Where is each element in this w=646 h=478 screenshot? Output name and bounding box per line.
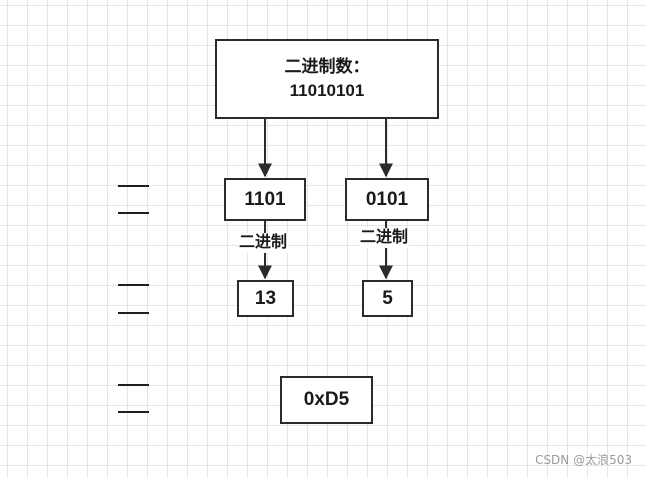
left-dash-marker xyxy=(118,185,149,187)
nibble-box-high: 1101 xyxy=(224,178,306,221)
left-dash-marker xyxy=(118,284,149,286)
left-dash-marker xyxy=(118,411,149,413)
binary-number-box: 二进制数： 11010101 xyxy=(215,39,439,119)
watermark: CSDN @太浪503 xyxy=(535,453,632,467)
left-dash-marker xyxy=(118,312,149,314)
decimal-box-low: 5 xyxy=(362,280,413,317)
binary-number-title: 二进制数： xyxy=(284,57,370,76)
hex-result-box: 0xD5 xyxy=(280,376,373,424)
decimal-box-high: 13 xyxy=(237,280,294,317)
nibble-box-low: 0101 xyxy=(345,178,429,221)
left-dash-marker xyxy=(118,212,149,214)
edge-label-binary-left: 二进制 xyxy=(238,233,289,253)
edge-label-binary-right: 二进制 xyxy=(359,228,410,248)
left-dash-marker xyxy=(118,384,149,386)
binary-number-value: 11010101 xyxy=(289,81,365,100)
